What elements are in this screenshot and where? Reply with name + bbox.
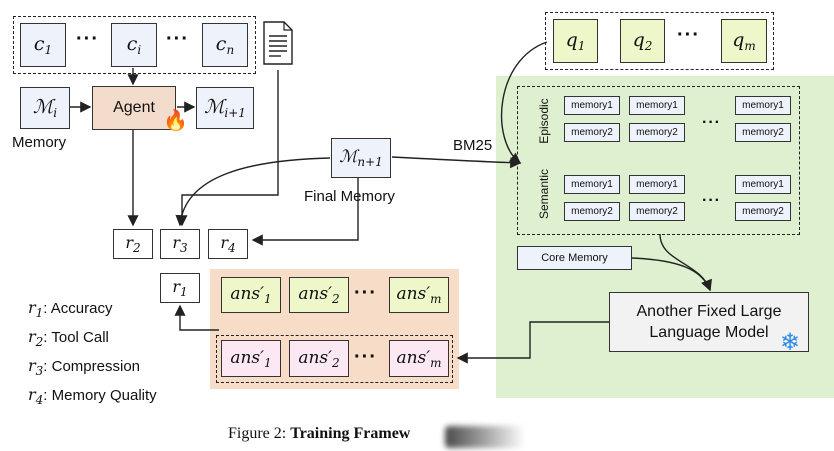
core-memory-label: Core Memory [541,252,608,264]
reward-r4: r4 [208,229,248,259]
context-chunks-group [13,16,256,74]
c1-subscript: 1 [44,43,53,57]
r4-subscript: 4 [228,241,236,255]
fixed-llm-box: Another Fixed Large Language Model [609,292,809,352]
memory-label: Memory [12,134,67,151]
legend-item-r2: r2: Tool Call [28,327,109,349]
document-icon [263,21,293,65]
questions-group [545,12,774,70]
context-dots-2: ··· [166,28,189,50]
final-memory-label: Final Memory [304,188,395,205]
agent-label: Agent [113,99,155,116]
question-qm: qm [721,19,767,63]
semantic-memory2-a: memory2 [564,202,620,221]
memory-mi: ℳi [20,87,70,129]
semantic-memory1-b: memory1 [629,175,685,194]
answer-yellow-2: ans′2 [289,277,349,313]
ci-symbol: c [126,33,138,55]
episodic-memory1-b: memory1 [629,96,685,115]
answer-pink-1: ans′1 [221,340,281,377]
c1-symbol: c [33,33,45,55]
episodic-memory2-a: memory2 [564,123,620,142]
answer-yellow-m: ans′m [389,277,449,313]
answer-pink-m: ans′m [389,340,449,377]
agent-box: Agent [92,86,176,130]
ci-subscript: i [137,43,142,57]
memory-mi-plus-1: ℳi+1 [196,87,254,129]
legend-item-r3: r3: Compression [28,356,140,378]
core-memory-box: Core Memory [517,246,632,270]
final-memory-subscript: n+1 [357,155,383,169]
semantic-memory2-b: memory2 [629,202,685,221]
cn-subscript: n [226,43,235,57]
bm25-label: BM25 [453,137,493,154]
episodic-memory2-c: memory2 [735,123,791,142]
r1-subscript: 1 [180,285,188,299]
semantic-label: Semantic [537,168,551,219]
question-q1: q1 [553,19,598,63]
llm-line-2: Language Model [649,324,769,341]
question-q2: q2 [620,19,665,63]
semantic-memory1-c: memory1 [735,175,791,194]
caption-smudge [445,426,525,448]
semantic-dots: ··· [702,192,721,209]
reward-r3: r3 [160,229,200,259]
reward-r2: r2 [113,229,153,259]
fire-icon: 🔥 [163,110,188,132]
episodic-memory1-c: memory1 [735,96,791,115]
final-memory-box: ℳn+1 [331,138,391,178]
episodic-dots: ··· [702,114,721,131]
question-dots: ··· [677,24,700,46]
reward-legend: r1: Accuracy r2: Tool Call r3: Compressi… [28,296,157,412]
answer-yellow-1: ans′1 [221,277,281,313]
cn-symbol: c [215,33,227,55]
episodic-memory2-b: memory2 [629,123,685,142]
answers-pink-group [216,335,453,383]
answer-pink-2: ans′2 [289,340,349,377]
episodic-label: Episodic [537,98,551,144]
semantic-memory1-a: memory1 [564,175,620,194]
context-chunk-1: c1 [20,23,66,67]
answer-dots-pink: ··· [354,346,377,368]
context-chunk-n: cn [202,23,248,67]
mi-subscript: i [53,106,58,120]
figure-caption: Figure 2: Training Framew [228,425,410,443]
legend-item-r1: r1: Accuracy [28,298,113,320]
r2-subscript: 2 [133,241,141,255]
context-dots-1: ··· [76,28,99,50]
mi1-subscript: i+1 [224,106,246,120]
llm-line-1: Another Fixed Large [636,303,782,320]
r3-subscript: 3 [180,241,188,255]
memory-store-group [517,86,800,235]
episodic-memory1-a: memory1 [564,96,620,115]
legend-item-r4: r4: Memory Quality [28,385,157,407]
answer-dots-yellow: ··· [354,282,377,304]
snowflake-icon: ❄ [780,329,801,356]
context-chunk-i: ci [111,23,157,67]
semantic-memory2-c: memory2 [735,202,791,221]
reward-r1: r1 [160,273,200,303]
caption-title: Training Framew [290,425,411,442]
caption-prefix: Figure 2: [228,425,291,442]
